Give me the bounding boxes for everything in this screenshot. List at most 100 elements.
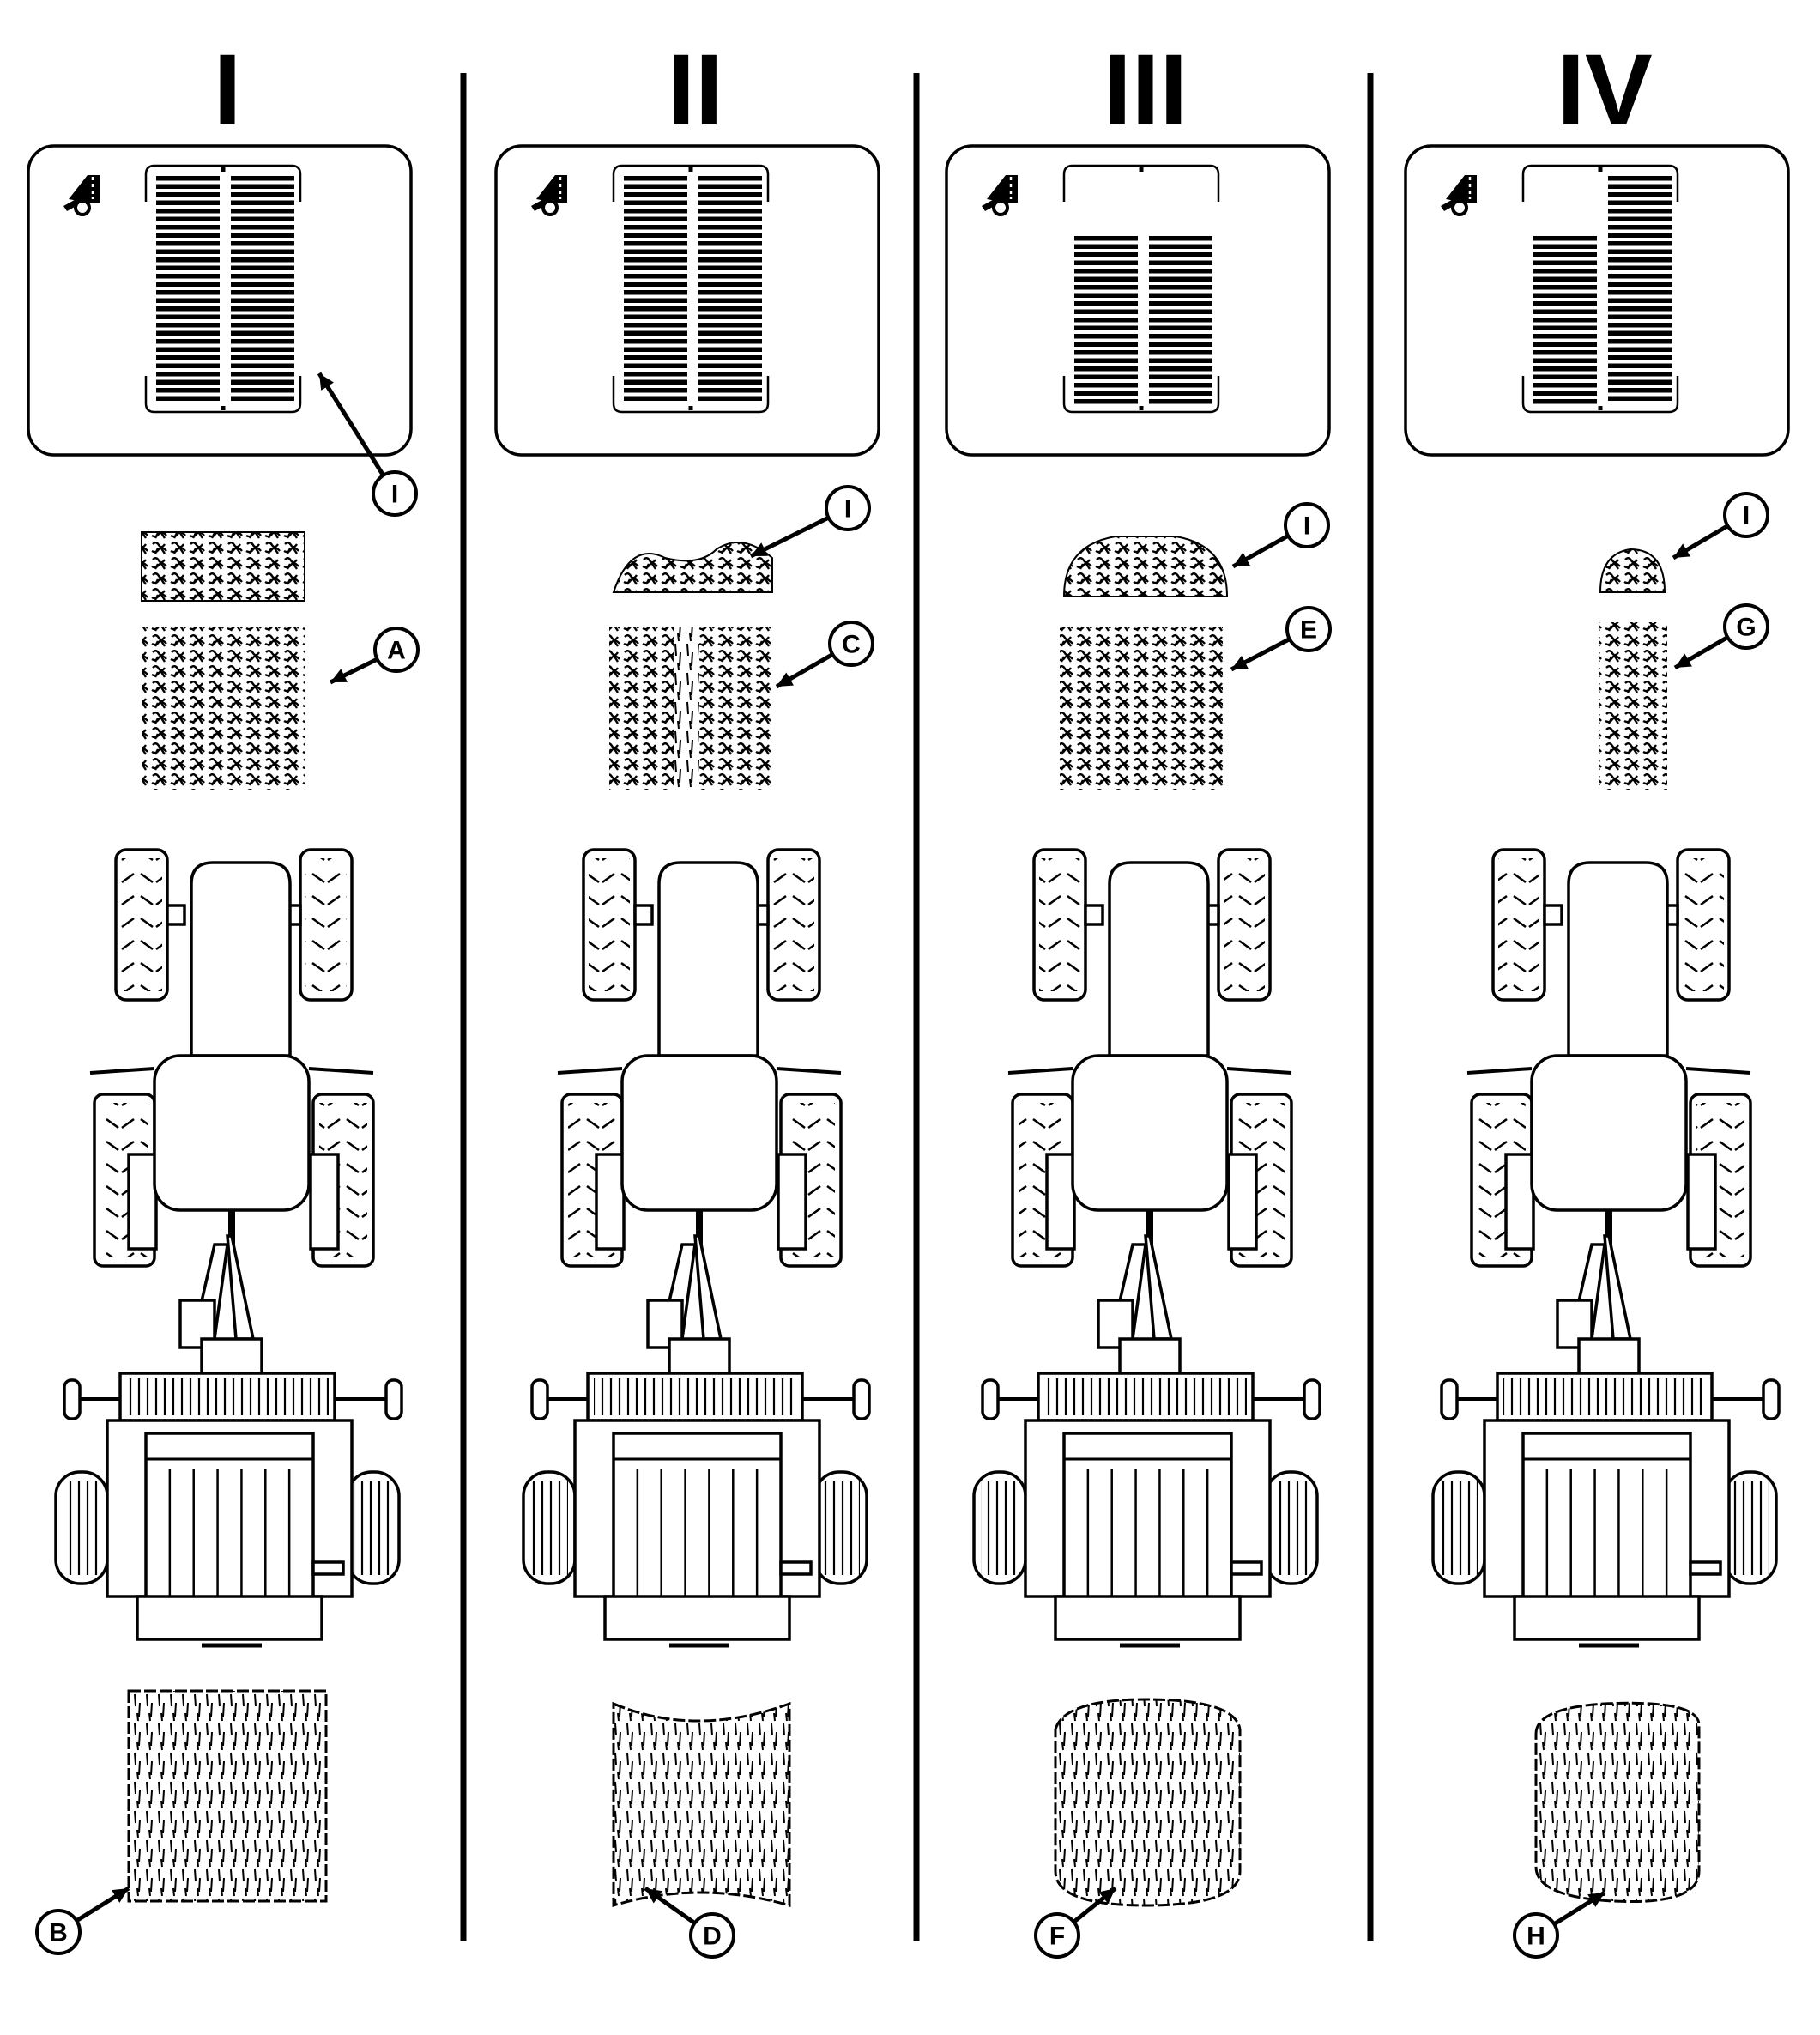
fill-bar	[624, 176, 687, 181]
fill-bar	[231, 282, 294, 287]
fill-bar	[698, 176, 762, 181]
callout-windrow-plan: E	[1230, 606, 1332, 672]
windrow-profile	[1062, 536, 1229, 597]
right-fill-indicator	[231, 176, 294, 401]
fill-bar	[156, 323, 220, 328]
arrow-head	[1231, 655, 1249, 669]
callout-letter: A	[387, 637, 406, 665]
fill-bar	[156, 216, 220, 221]
fill-bar	[1533, 350, 1597, 355]
windrow-right	[699, 627, 772, 790]
callout-circle	[825, 485, 871, 531]
fill-bar	[231, 225, 294, 230]
tread	[1683, 858, 1724, 991]
fill-bar	[1149, 399, 1212, 404]
gauge-wheel-left	[981, 1378, 1000, 1420]
tractor-hood	[1567, 861, 1669, 1057]
fill-bar	[1149, 342, 1212, 347]
pickup-tines	[594, 1378, 796, 1415]
fill-bar	[1608, 306, 1672, 312]
fill-bar	[698, 347, 762, 352]
tread	[305, 858, 347, 991]
baler-status-icon	[982, 175, 1018, 216]
fill-bar	[1149, 285, 1212, 290]
fill-bar	[1608, 323, 1672, 328]
windrow-body	[1060, 627, 1223, 790]
arrow-head	[1098, 1888, 1116, 1905]
fill-bar	[1149, 236, 1212, 241]
fill-bar	[1608, 184, 1672, 189]
fill-bar	[624, 249, 687, 254]
fill-bar	[698, 274, 762, 279]
side-step	[779, 1560, 813, 1576]
fill-bar	[1074, 334, 1138, 339]
baler-tongue	[693, 1234, 723, 1341]
fill-bar	[231, 274, 294, 279]
fill-bar	[231, 257, 294, 263]
fill-bar	[156, 274, 220, 279]
baler-status-icon	[531, 175, 567, 216]
bale-shape	[127, 1689, 328, 1903]
baler-tongue	[1603, 1234, 1633, 1341]
fill-bar	[624, 379, 687, 385]
baler-glyph	[69, 175, 100, 203]
fill-bar	[624, 290, 687, 295]
windrow-plan-view	[1599, 622, 1667, 790]
fill-bar	[1074, 318, 1138, 323]
fill-bar	[1149, 260, 1212, 265]
fill-bar	[156, 184, 220, 189]
fill-bar	[1074, 293, 1138, 298]
tractor-icon	[557, 848, 843, 1268]
fill-bar	[156, 396, 220, 401]
callout-bale: F	[1034, 1887, 1117, 1959]
fill-bar	[698, 388, 762, 393]
fill-bar	[1074, 285, 1138, 290]
fill-bar	[1074, 391, 1138, 396]
callout-circle	[1285, 606, 1332, 652]
fill-bar	[1608, 314, 1672, 319]
bale-monitor-display-icon	[494, 144, 880, 457]
fill-bar	[1533, 301, 1597, 306]
callout-windrow: I	[1672, 492, 1769, 560]
fill-bar	[698, 363, 762, 368]
fill-bar	[1074, 252, 1138, 257]
fill-bar	[156, 192, 220, 197]
fill-bar	[624, 388, 687, 393]
fill-bar	[231, 323, 294, 328]
fill-bar	[1533, 318, 1597, 323]
gauge-wheel-right	[384, 1378, 403, 1420]
tractor-icon	[1007, 848, 1293, 1268]
round-baler-icon	[1431, 1234, 1781, 1648]
callout-circle	[373, 627, 420, 673]
fill-bar	[698, 323, 762, 328]
callout-bale: D	[644, 1886, 735, 1959]
arrow-head	[1587, 1893, 1605, 1907]
fill-bar	[1608, 290, 1672, 295]
fill-bar	[1608, 355, 1672, 360]
fill-bar	[1533, 391, 1597, 396]
fill-bar	[1533, 383, 1597, 388]
fill-bar	[156, 249, 220, 254]
fill-bar	[1608, 225, 1672, 230]
callout-circle	[1723, 603, 1769, 650]
round-baler-icon	[54, 1234, 403, 1648]
fill-bar	[156, 176, 220, 181]
callout-circle	[35, 1909, 82, 1955]
fill-bar	[1533, 399, 1597, 404]
tractor-cab	[1530, 1054, 1688, 1212]
chamber-bottom-bracket	[1521, 376, 1679, 414]
fill-bar	[231, 233, 294, 238]
chamber-bottom-bracket	[144, 376, 302, 414]
fill-bar	[1608, 265, 1672, 270]
left-fill-indicator	[1533, 236, 1597, 404]
windrow-top-view	[612, 542, 773, 593]
fill-bar	[1074, 309, 1138, 314]
fill-bar	[156, 290, 220, 295]
fill-bar	[1149, 325, 1212, 330]
axle-stub	[633, 904, 654, 926]
callout-letter: B	[49, 1919, 68, 1947]
fill-bar	[624, 363, 687, 368]
fill-bar	[624, 306, 687, 312]
fill-bar	[698, 241, 762, 246]
